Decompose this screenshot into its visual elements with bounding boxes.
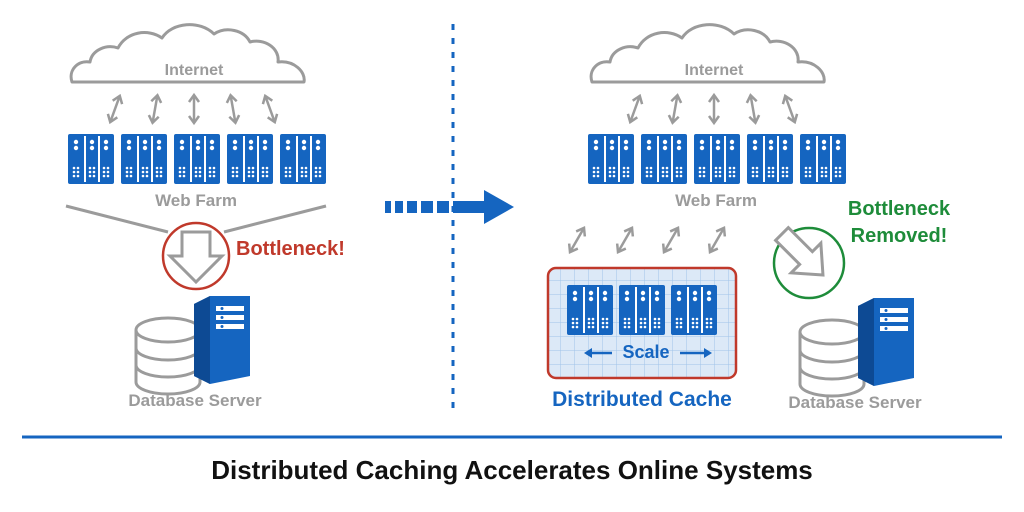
server-rack-icon xyxy=(747,134,793,184)
right-bottleneck-removed-marker xyxy=(772,225,846,300)
double-arrow-icon xyxy=(224,93,242,125)
right-internet-arrows xyxy=(624,92,801,126)
double-arrow-icon xyxy=(104,92,126,126)
double-arrow-icon xyxy=(187,93,201,125)
double-arrow-icon xyxy=(612,224,638,256)
double-arrow-icon xyxy=(259,92,281,126)
left-internet-label: Internet xyxy=(164,62,224,79)
database-icon xyxy=(798,296,916,398)
right-internet-label: Internet xyxy=(684,62,744,79)
server-rack-icon xyxy=(567,285,613,335)
right-web-farm xyxy=(588,134,846,184)
left-web-farm-label: Web Farm xyxy=(155,191,237,210)
double-arrow-icon xyxy=(704,224,730,256)
database-icon xyxy=(134,294,252,396)
server-rack-icon xyxy=(588,134,634,184)
server-rack-icon xyxy=(671,285,717,335)
double-arrow-icon xyxy=(707,93,721,125)
page-title: Distributed Caching Accelerates Online S… xyxy=(211,455,813,485)
scale-label: Scale xyxy=(622,342,670,362)
left-internet-arrows xyxy=(104,92,281,126)
double-arrow-icon xyxy=(666,93,684,125)
right-cloud-icon xyxy=(589,23,826,84)
left-web-farm xyxy=(68,134,326,184)
right-database-icon xyxy=(798,296,916,398)
server-rack-icon xyxy=(641,134,687,184)
right-web-farm-label: Web Farm xyxy=(675,191,757,210)
server-rack-icon xyxy=(121,134,167,184)
bottleneck-removed-line1: Bottleneck xyxy=(847,198,951,220)
server-rack-icon xyxy=(227,134,273,184)
left-bottleneck-label: Bottleneck! xyxy=(236,238,345,260)
left-cloud-icon xyxy=(69,23,306,84)
double-arrow-icon xyxy=(564,224,590,256)
left-database-icon xyxy=(134,294,252,396)
server-rack-icon xyxy=(800,134,846,184)
down-arrow-icon xyxy=(166,230,226,285)
double-arrow-icon xyxy=(658,224,684,256)
distributed-cache-label: Distributed Cache xyxy=(552,388,732,411)
double-arrow-icon xyxy=(744,93,762,125)
left-database-label: Database Server xyxy=(128,391,262,410)
cache-link-arrows xyxy=(564,224,730,256)
distributed-cache-box xyxy=(546,266,738,380)
server-rack-icon xyxy=(694,134,740,184)
scale-arrow-icon xyxy=(584,348,712,358)
server-rack-icon xyxy=(619,285,665,335)
server-rack-icon xyxy=(68,134,114,184)
double-arrow-icon xyxy=(146,93,164,125)
transition-arrow-icon xyxy=(385,190,514,224)
double-arrow-icon xyxy=(624,92,646,126)
down-arrow-icon xyxy=(773,225,825,277)
server-rack-icon xyxy=(174,134,220,184)
left-bottleneck-marker xyxy=(161,221,231,291)
left-funnel-lines xyxy=(65,204,327,234)
bottleneck-removed-line2: Removed! xyxy=(850,225,948,247)
server-rack-icon xyxy=(280,134,326,184)
double-arrow-icon xyxy=(779,92,801,126)
right-database-label: Database Server xyxy=(788,393,922,412)
